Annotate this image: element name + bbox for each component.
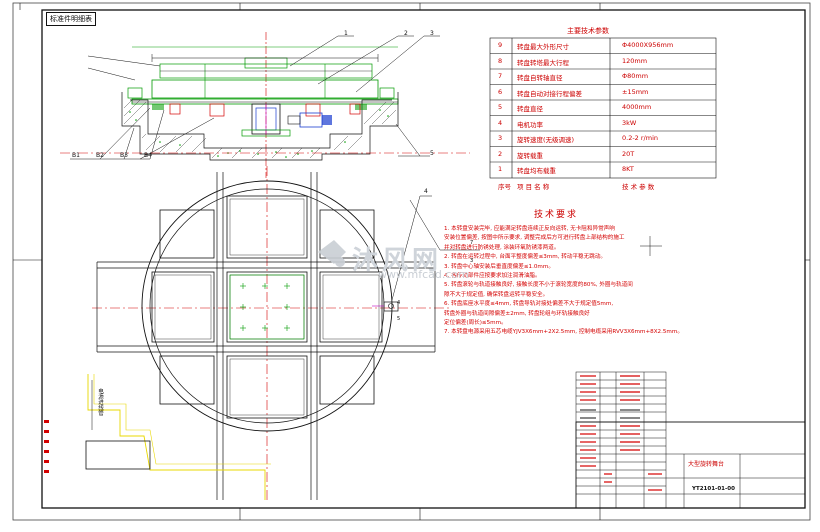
callout-top: 1 xyxy=(344,30,348,37)
note-line: 并对转盘进行防锈处理, 涂装环氧防锈漆两道。 xyxy=(444,244,560,251)
param-value: Φ80mm xyxy=(622,72,649,80)
param-no: 1 xyxy=(498,165,503,173)
note-line: 3. 转盘中心轴安装后垂直度偏差≤1.0mm。 xyxy=(444,263,554,270)
vertical-track xyxy=(216,172,318,500)
plan-drive-unit xyxy=(383,301,399,312)
param-no: 2 xyxy=(498,149,503,158)
drive-motor xyxy=(299,112,323,128)
param-value: 120mm xyxy=(622,56,648,65)
note-line: 安装位置偏差, 按图中所示要求, 调整完成后方可进行转盘上部结构的施工 xyxy=(444,235,625,242)
param-name: 旋转载重 xyxy=(517,151,543,160)
note-line: 隙不大于规定值, 确保转盘运转平稳安全。 xyxy=(444,291,549,298)
note-line: 6. 转盘底座水平度≤4mm, 转盘导轨对接处偏差不大于规定值5mm, xyxy=(444,301,614,308)
right-bumper xyxy=(379,87,395,99)
params-table xyxy=(489,37,717,179)
param-no: 4 xyxy=(498,118,503,127)
callout-right: 4 xyxy=(424,188,428,195)
callout-top: 3 xyxy=(430,30,434,37)
drawing-number: YT2101-01-00 xyxy=(692,486,735,492)
watermark-text: 沐风网 xyxy=(352,246,443,276)
edge-markers xyxy=(44,420,49,473)
param-value: 3kW xyxy=(622,118,637,127)
param-name: 旋转速度(无级调速) xyxy=(517,136,575,144)
note-line: 2. 转盘在运转过程中, 台面平整度偏差≤3mm, 转动平稳无跳动。 xyxy=(444,254,607,261)
param-value: 4000mm xyxy=(622,103,652,111)
callout-left: B3 xyxy=(120,152,128,159)
param-no: 6 xyxy=(498,87,503,96)
concrete-dots xyxy=(129,109,389,158)
upper-frame xyxy=(151,79,379,99)
param-value: Φ4000X956mm xyxy=(622,41,674,49)
param-value: ±15mm xyxy=(622,87,649,96)
note-line: 定位偏差(周长)≤5mm。 xyxy=(444,320,507,326)
title-block-name: 大型旋转舞台 xyxy=(688,461,725,468)
param-name: 转盘自动对接行程偏差 xyxy=(517,89,582,98)
watermark-logo xyxy=(318,240,346,267)
pit-walls xyxy=(121,92,399,161)
pit-outer-circle xyxy=(141,180,393,432)
param-value: 技 术 参 数 xyxy=(622,182,655,191)
plan-callout: 5 xyxy=(397,316,401,322)
param-no: 3 xyxy=(498,134,503,142)
bom-black-text xyxy=(580,409,640,419)
zone-ticks xyxy=(13,3,810,520)
param-no: 7 xyxy=(498,72,503,80)
plan-callout: 7 xyxy=(470,240,474,246)
callout-left: B4 xyxy=(144,152,152,159)
power-box xyxy=(85,440,151,470)
callout-left: B2 xyxy=(96,152,104,159)
param-no: 9 xyxy=(498,41,503,49)
outer-frame xyxy=(12,2,811,521)
notes-title: 技术要求 xyxy=(534,210,579,220)
floor-panels xyxy=(151,195,383,419)
param-value: 20T xyxy=(622,149,635,158)
note-line: 4. 各传动部件应按要求加注润滑油脂。 xyxy=(444,273,541,279)
param-value: 8KT xyxy=(622,165,634,173)
note-line: 转盘外圈与轨道间隙偏差±2mm, 转盘轮组与环轨接触良好 xyxy=(444,310,590,317)
corner-tag: 标准件明细表 xyxy=(46,12,96,26)
watermark-url: www.mfcad.com xyxy=(378,268,469,281)
param-name: 项 目 名 称 xyxy=(517,182,550,191)
bom-table xyxy=(575,371,806,509)
center-panel-marks xyxy=(229,274,305,340)
note-line: 1. 本转盘安装完毕, 应能满足转盘连续正反向运转, 无卡阻和异常声响 xyxy=(444,226,615,232)
pit-hatch xyxy=(123,99,397,159)
param-name: 转盘最大外形尺寸 xyxy=(517,43,569,51)
plan-callout: 4 xyxy=(397,300,401,306)
param-no: 8 xyxy=(498,56,503,65)
plan-callout: 3 xyxy=(470,258,474,264)
param-value: 0.2-2 r/min xyxy=(622,134,659,142)
param-name: 转盘均布载重 xyxy=(517,167,556,175)
left-bumper xyxy=(127,87,143,99)
wheel-rollers xyxy=(169,103,361,117)
inner-frame xyxy=(41,9,806,509)
param-name: 电机功率 xyxy=(517,120,543,129)
cable-label: 电源进线管 xyxy=(97,388,103,416)
turntable-top-plate xyxy=(131,98,399,105)
param-name: 转盘直径 xyxy=(517,105,543,113)
crosshair xyxy=(409,199,662,256)
note-line: 5. 转盘滚轮与轨道接触良好, 接触长度不小于滚轮宽度的80%, 外圈与轨道间 xyxy=(444,282,633,289)
params-table-title: 主要技术参数 xyxy=(567,27,609,35)
param-name: 转盘自转轴直径 xyxy=(517,74,563,82)
param-name: 转盘转塔最大行程 xyxy=(517,58,569,67)
plan-view xyxy=(44,166,662,500)
callout-right: 5 xyxy=(430,150,434,157)
note-line: 7. 本转盘电源采用五芯电缆YJV3X6mm+2X2.5mm, 控制电缆采用RV… xyxy=(444,329,683,336)
power-cable xyxy=(87,374,266,500)
section-leaders xyxy=(70,35,440,160)
bom-text-lines xyxy=(580,375,662,491)
section-dimensions xyxy=(132,46,398,62)
param-no: 5 xyxy=(498,103,503,111)
param-no: 序号 xyxy=(498,182,511,191)
callout-top: 2 xyxy=(404,30,408,37)
callout-left: B1 xyxy=(72,152,80,159)
horizontal-track xyxy=(96,261,436,353)
section-view xyxy=(60,32,470,178)
